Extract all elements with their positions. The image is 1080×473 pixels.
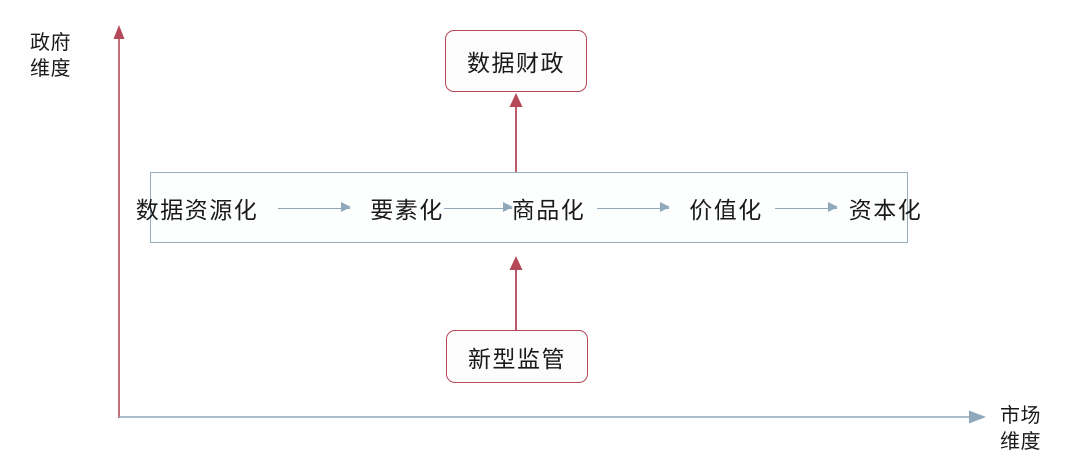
chain-stage-5[interactable]: 资本化 — [848, 197, 923, 223]
chain-stage-3[interactable]: 商品化 — [511, 197, 586, 223]
chain-arrow-2-shaft — [443, 207, 512, 209]
chain-arrow-1 — [278, 202, 352, 214]
node-new-regulation[interactable]: 新型监管 — [446, 330, 588, 383]
node-data-finance-label: 数据财政 — [467, 51, 565, 76]
chain-arrow-1-shaft — [278, 207, 351, 209]
chain-to-data-finance-arrow — [509, 93, 523, 172]
y-axis-label: 政府 维度 — [30, 32, 71, 80]
regulation-to-chain-arrow — [509, 256, 523, 330]
chain-arrow-3-head — [660, 202, 671, 212]
y-axis — [113, 25, 125, 418]
chain-arrow-2-head — [502, 202, 513, 212]
value-chain-row: 数据资源化 要素化 商品化 价值化 资本化 — [136, 172, 921, 243]
x-axis — [119, 410, 986, 424]
node-data-finance[interactable]: 数据财政 — [445, 30, 587, 92]
node-new-regulation-label: 新型监管 — [468, 346, 566, 372]
chain-arrow-2 — [443, 202, 513, 214]
chain-arrow-4 — [774, 202, 838, 214]
chain-arrow-4-shaft — [774, 207, 837, 209]
chain-stage-2[interactable]: 要素化 — [370, 197, 444, 223]
chain-stage-4[interactable]: 价值化 — [689, 197, 763, 223]
x-axis-label: 市场 维度 — [1000, 405, 1041, 453]
chain-arrow-1-head — [341, 202, 352, 212]
chain-arrow-4-head — [827, 202, 838, 212]
chain-arrow-3-shaft — [597, 207, 670, 209]
chain-arrow-3 — [597, 202, 671, 214]
chain-stage-1[interactable]: 数据资源化 — [135, 197, 259, 223]
